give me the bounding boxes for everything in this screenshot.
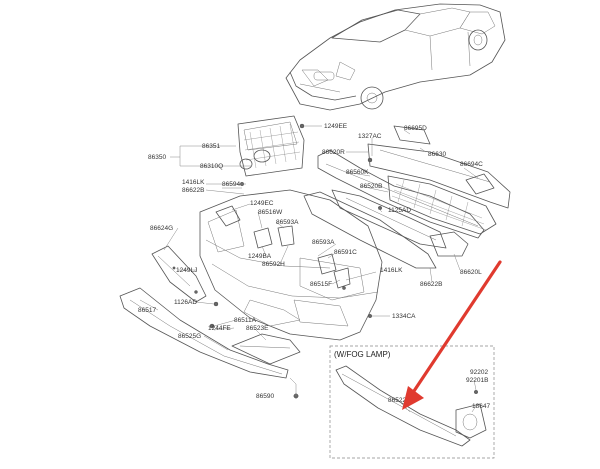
callout-label: 86593A	[312, 239, 335, 246]
callout-label: 86520B	[360, 183, 382, 190]
inset-title: (W/FOG LAMP)	[334, 350, 391, 359]
lower-garnish	[231, 333, 301, 365]
leader-lines	[139, 125, 479, 396]
center-brackets	[215, 205, 351, 289]
callout-label: 86630	[428, 151, 446, 158]
callout-label: 86310Q	[200, 163, 223, 170]
callout-label: 86622B	[182, 187, 204, 194]
callout-label: 1249BA	[248, 253, 272, 260]
callout-label: 86593A	[276, 219, 299, 226]
callout-labels: 1249EE 86351 86350 86310Q 1416LK 86594 8…	[138, 123, 483, 400]
callout-label: 86522B	[388, 397, 410, 404]
callout-label: 86525G	[178, 333, 201, 340]
red-pointer-arrow	[402, 260, 502, 410]
callout-label: 1125AD	[388, 207, 411, 214]
callout-label: 1249EE	[324, 123, 348, 130]
callout-label: 86695D	[404, 125, 427, 132]
front-bumper-cover	[199, 189, 383, 341]
callout-label: 1126AD	[174, 299, 197, 306]
callout-label: 86523E	[246, 325, 269, 332]
callout-label: 86516W	[258, 209, 283, 216]
callout-label: 86511A	[234, 317, 257, 324]
callout-label: 86694C	[460, 161, 483, 168]
callout-label: 86620L	[460, 269, 482, 276]
callout-label: 86560K	[346, 169, 369, 176]
car-illustration	[285, 3, 506, 111]
callout-label: 86624G	[150, 225, 173, 232]
callout-label: 1327AC	[358, 133, 382, 140]
callout-label: 86620R	[322, 149, 345, 156]
callout-label: 92201B	[466, 377, 488, 384]
callout-label: 86517	[138, 307, 156, 314]
callout-label: 86351	[202, 143, 220, 150]
callout-label: 92202	[470, 369, 488, 376]
callout-label: 1249LJ	[176, 267, 197, 274]
callout-label: 18647	[472, 403, 490, 410]
callout-label: 1249EC	[250, 200, 274, 207]
fog-lamp-inset: (W/FOG LAMP) 92202 92201B 86522B 18647	[329, 345, 495, 459]
callout-label: 86350	[148, 154, 166, 161]
callout-label: 1334CA	[392, 313, 416, 320]
callout-label: 86590	[256, 393, 274, 400]
callout-label: 86591C	[334, 249, 357, 256]
callout-label: 1416LK	[182, 179, 205, 186]
callout-label: 86622B	[420, 281, 442, 288]
callout-label: 1416LK	[380, 267, 403, 274]
bumper-beam-assembly	[303, 125, 511, 269]
radiator-grille	[237, 115, 305, 177]
callout-label: 86515F	[310, 281, 332, 288]
honeycomb-mesh	[391, 179, 487, 231]
callout-label: 1244FE	[208, 325, 231, 332]
lower-lip-strip	[119, 287, 289, 379]
callout-label: 86594	[222, 181, 240, 188]
callout-label: 86592H	[262, 261, 285, 268]
bumper-side-bracket-left	[151, 245, 207, 303]
